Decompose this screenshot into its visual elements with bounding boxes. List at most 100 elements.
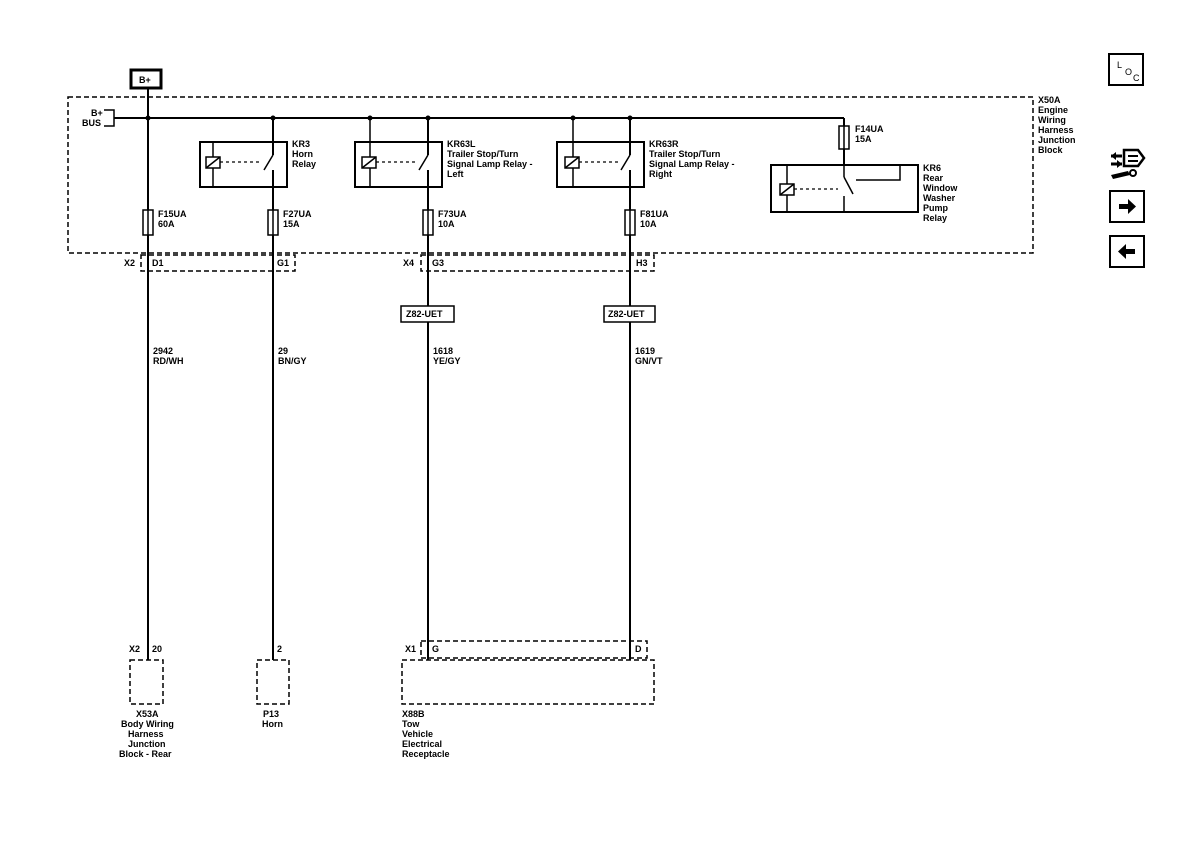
svg-text:Trailer Stop/Turn: Trailer Stop/Turn (649, 149, 720, 159)
svg-text:15A: 15A (855, 134, 872, 144)
svg-text:X1: X1 (405, 644, 416, 654)
svg-text:H3: H3 (636, 258, 648, 268)
svg-text:Junction: Junction (128, 739, 166, 749)
x53a-connector: X2 20 X53A Body Wiring Harness Junction … (119, 644, 174, 759)
svg-text:Z82-UET: Z82-UET (406, 309, 443, 319)
svg-text:Body Wiring: Body Wiring (121, 719, 174, 729)
svg-text:P13: P13 (263, 709, 279, 719)
fuse-f73ua: F73UA 10A (422, 209, 467, 236)
svg-text:Pump: Pump (923, 203, 949, 213)
connector-tools-button[interactable] (1108, 142, 1146, 182)
svg-text:Horn: Horn (292, 149, 313, 159)
svg-text:60A: 60A (158, 219, 175, 229)
circuit-1618: 1618 YE/GY (433, 346, 461, 366)
svg-text:Harness: Harness (1038, 125, 1074, 135)
circuit-29: 29 BN/GY (278, 346, 307, 366)
svg-text:G3: G3 (432, 258, 444, 268)
connector-tools-icon (1111, 148, 1146, 179)
svg-text:X50A: X50A (1038, 95, 1061, 105)
next-page-button[interactable] (1109, 190, 1145, 223)
fuse-f27ua: F27UA 15A (267, 209, 312, 236)
svg-text:Z82-UET: Z82-UET (608, 309, 645, 319)
svg-text:Engine: Engine (1038, 105, 1068, 115)
x50a-label: X50A Engine Wiring Harness Junction Bloc… (1038, 95, 1076, 155)
svg-text:X88B: X88B (402, 709, 425, 719)
svg-text:F27UA: F27UA (283, 209, 312, 219)
svg-text:B+: B+ (139, 75, 151, 85)
svg-text:1618: 1618 (433, 346, 453, 356)
svg-text:F15UA: F15UA (158, 209, 187, 219)
svg-text:Left: Left (447, 169, 464, 179)
previous-page-button[interactable] (1109, 235, 1145, 268)
svg-text:RD/WH: RD/WH (153, 356, 184, 366)
b-plus-bus: B+ BUS (82, 88, 844, 210)
svg-text:Washer: Washer (923, 193, 956, 203)
svg-text:Signal Lamp Relay -: Signal Lamp Relay - (649, 159, 735, 169)
circuit-1619: 1619 GN/VT (635, 346, 663, 366)
svg-text:Window: Window (923, 183, 958, 193)
connector-x2-upper: X2 D1 G1 (124, 254, 296, 272)
svg-text:Signal Lamp Relay -: Signal Lamp Relay - (447, 159, 533, 169)
svg-text:X4: X4 (403, 258, 414, 268)
svg-text:X53A: X53A (136, 709, 159, 719)
connector-x4-upper: X4 G3 H3 (403, 254, 655, 272)
svg-text:YE/GY: YE/GY (433, 356, 461, 366)
svg-text:GN/VT: GN/VT (635, 356, 663, 366)
svg-text:X2: X2 (124, 258, 135, 268)
kr63l-trailer-left-relay: KR63L Trailer Stop/Turn Signal Lamp Rela… (354, 115, 533, 210)
svg-text:Receptacle: Receptacle (402, 749, 450, 759)
arrow-left-icon (1118, 244, 1135, 259)
circuit-2942: 2942 RD/WH (153, 346, 184, 366)
svg-text:KR63L: KR63L (447, 139, 476, 149)
wire-runs (147, 235, 631, 660)
svg-text:Right: Right (649, 169, 672, 179)
svg-text:Block - Rear: Block - Rear (119, 749, 172, 759)
svg-text:D: D (635, 644, 642, 654)
x88b-receptacle: X1 G D X88B Tow Vehicle Electrical Recep… (401, 640, 655, 759)
svg-text:G1: G1 (277, 258, 289, 268)
svg-text:KR3: KR3 (292, 139, 310, 149)
svg-text:KR6: KR6 (923, 163, 941, 173)
svg-text:Electrical: Electrical (402, 739, 442, 749)
option-tag-right: Z82-UET (603, 305, 656, 323)
p13-horn: 2 P13 Horn (256, 644, 290, 729)
loc-letter-c: C (1133, 73, 1140, 83)
svg-text:Trailer Stop/Turn: Trailer Stop/Turn (447, 149, 518, 159)
kr6-washer-pump-relay: F14UA 15A KR6 Rear Window Washer Pump Re… (770, 118, 958, 223)
svg-text:Relay: Relay (292, 159, 316, 169)
svg-text:10A: 10A (438, 219, 455, 229)
arrow-right-icon (1119, 199, 1136, 214)
svg-text:F73UA: F73UA (438, 209, 467, 219)
svg-text:BN/GY: BN/GY (278, 356, 307, 366)
svg-text:D1: D1 (152, 258, 164, 268)
svg-text:Relay: Relay (923, 213, 947, 223)
svg-text:10A: 10A (640, 219, 657, 229)
svg-text:F14UA: F14UA (855, 124, 884, 134)
svg-text:Junction: Junction (1038, 135, 1076, 145)
component-locator-button[interactable]: L O C (1108, 53, 1144, 86)
svg-text:Horn: Horn (262, 719, 283, 729)
svg-text:Vehicle: Vehicle (402, 729, 433, 739)
svg-text:Tow: Tow (402, 719, 420, 729)
fuse-f81ua: F81UA 10A (624, 209, 669, 236)
svg-text:Block: Block (1038, 145, 1064, 155)
svg-text:X2: X2 (129, 644, 140, 654)
svg-text:F81UA: F81UA (640, 209, 669, 219)
svg-text:BUS: BUS (82, 118, 101, 128)
battery-positive-symbol: B+ (129, 68, 163, 90)
svg-text:20: 20 (152, 644, 162, 654)
kr3-horn-relay: KR3 Horn Relay (199, 115, 316, 210)
loc-letter-l: L (1117, 60, 1123, 70)
kr63r-trailer-right-relay: KR63R Trailer Stop/Turn Signal Lamp Rela… (556, 115, 735, 210)
svg-text:2: 2 (277, 644, 282, 654)
svg-text:Wiring: Wiring (1038, 115, 1066, 125)
svg-text:1619: 1619 (635, 346, 655, 356)
svg-text:G: G (432, 644, 439, 654)
svg-text:Harness: Harness (128, 729, 164, 739)
svg-text:2942: 2942 (153, 346, 173, 356)
svg-text:15A: 15A (283, 219, 300, 229)
svg-text:B+: B+ (91, 108, 103, 118)
option-tag-left: Z82-UET (400, 305, 455, 323)
svg-text:Rear: Rear (923, 173, 944, 183)
